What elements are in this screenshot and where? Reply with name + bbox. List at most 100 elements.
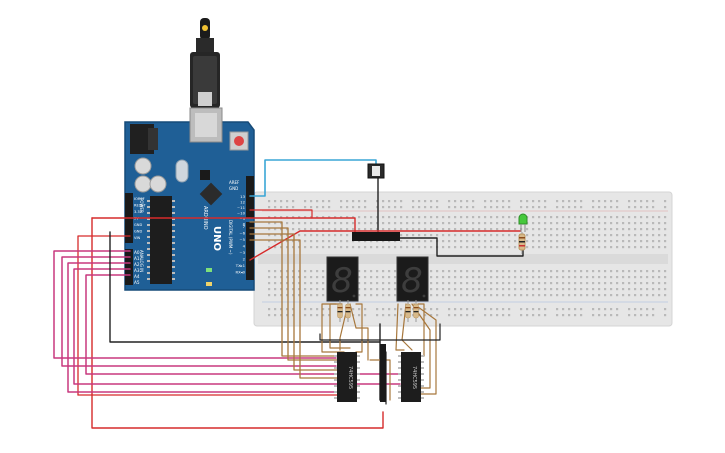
breadboard-hole [430,314,433,317]
breadboard-hole [358,200,361,203]
arduino-uno-board[interactable]: UNO ARDUINO DIGITAL (PWM ~) ANALOG IN PO… [124,107,255,291]
breadboard-hole [508,206,511,209]
breadboard-hole [466,288,469,291]
breadboard-hole [514,216,517,219]
breadboard-hole [502,228,505,231]
breadboard-hole [616,282,619,285]
breadboard-hole [634,206,637,209]
wire-magenta-a3[interactable] [73,268,401,385]
wire-brown-disp1-e[interactable] [349,303,369,361]
chip-pin [334,397,337,399]
wire-red-pin12[interactable] [249,209,313,219]
breadboard-hole [388,200,391,203]
wire-black-led-gnd[interactable] [399,237,524,257]
breadboard-hole [658,234,661,237]
breadboard-hole [622,216,625,219]
breadboard-hole [520,314,523,317]
breadboard-hole [268,206,271,209]
breadboard-hole [550,216,553,219]
breadboard-hole [334,246,337,249]
breadboard-hole [406,240,409,243]
breadboard-hole [634,288,637,291]
aref-pin-label: AREF [229,180,240,185]
wire-red-top[interactable] [249,217,356,239]
breadboard-hole [664,288,667,291]
wire-brown-disp2-e[interactable] [413,303,437,395]
wire-red-led[interactable] [249,230,521,261]
breadboard-hole [616,200,619,203]
breadboard-hole [400,222,403,225]
chip-pin [147,242,150,244]
chip-pin [147,248,150,250]
breadboard-hole [388,308,391,311]
breadboard-hole [298,282,301,285]
digital-pin-label: ~11 [237,205,246,210]
wire-magenta-a0[interactable] [53,250,337,359]
breadboard-hole [418,216,421,219]
chip-pin [172,266,175,268]
power-pin-label: IOREF [134,197,145,201]
breadboard-hole [610,282,613,285]
breadboard-hole [430,222,433,225]
chip-pin [421,361,424,363]
breadboard-hole [328,222,331,225]
breadboard-hole [460,240,463,243]
push-button[interactable] [367,163,385,179]
digital-pin-label: ~5 [239,237,245,242]
breadboard-hole [556,308,559,311]
wire-brown-d6[interactable] [249,233,341,371]
breadboard-hole [436,294,439,297]
breadboard-hole [352,200,355,203]
capacitor-1 [134,157,152,175]
breadboard-hole [664,294,667,297]
breadboard-hole [568,222,571,225]
breadboard-hole [268,282,271,285]
breadboard-hole [382,246,385,249]
breadboard-hole [418,308,421,311]
resistor-band [413,307,419,309]
breadboard-hole [292,288,295,291]
reset-button-cap[interactable] [234,136,244,146]
wire-magenta-a2[interactable] [67,262,337,393]
wire-brown-disp2-a[interactable] [395,303,405,351]
chip-pin [398,397,401,399]
breadboard-hole [508,270,511,273]
breadboard-hole [544,276,547,279]
breadboard-hole [364,314,367,317]
breadboard-hole [370,228,373,231]
breadboard-hole [598,314,601,317]
breadboard-hole [328,206,331,209]
breadboard-hole [340,228,343,231]
wire-brown-d5[interactable] [249,239,341,379]
push-button-cap[interactable] [372,166,380,176]
breadboard-hole [274,216,277,219]
breadboard-hole [310,240,313,243]
breadboard-hole [322,234,325,237]
wire-red-left[interactable] [77,235,131,396]
wire-brown-d8[interactable] [249,221,341,357]
breadboard-hole [574,246,577,249]
breadboard-hole [334,240,337,243]
breadboard-hole [484,288,487,291]
breadboard-hole [310,234,313,237]
wire-brown-disp2-d[interactable] [411,303,431,389]
breadboard-hole [436,234,439,237]
wire-brown-chip-link[interactable] [369,359,391,401]
breadboard-hole [304,294,307,297]
wire-black-disp-gnd[interactable] [319,323,441,341]
wire-cyan-button[interactable] [249,159,377,197]
breadboard-hole [532,246,535,249]
breadboard-hole [574,282,577,285]
breadboard-hole [394,200,397,203]
wire-magenta-a1[interactable] [61,256,337,367]
breadboard-hole [472,294,475,297]
breadboard-hole [658,216,661,219]
breadboard-hole [538,216,541,219]
wire-magenta-a4[interactable] [85,274,401,375]
wire-red-5v-bottom[interactable] [91,217,384,429]
breadboard-hole [376,282,379,285]
chip-pin [398,367,401,369]
breadboard-hole [400,314,403,317]
wire-brown-d7[interactable] [249,227,341,361]
wire-brown-disp1-a[interactable] [321,303,345,353]
